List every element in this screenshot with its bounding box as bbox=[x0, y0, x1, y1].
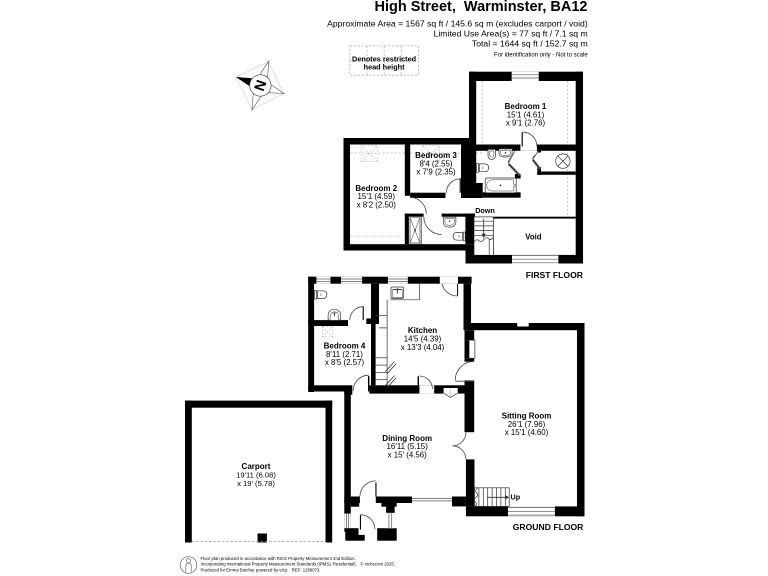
svg-text:x 8'2 (2.50): x 8'2 (2.50) bbox=[357, 200, 397, 209]
svg-text:15'1 (4.61): 15'1 (4.61) bbox=[507, 110, 545, 119]
svg-text:x 15'1 (4.60): x 15'1 (4.60) bbox=[505, 428, 549, 437]
svg-text:8'4 (2.55): 8'4 (2.55) bbox=[419, 159, 452, 168]
svg-text:Limited Use Area(s) = 77 sq ft: Limited Use Area(s) = 77 sq ft / 7.1 sq … bbox=[434, 28, 588, 38]
svg-text:Void: Void bbox=[525, 233, 542, 242]
svg-text:Floor plan produced in accorda: Floor plan produced in accordance with R… bbox=[201, 556, 356, 561]
svg-text:x 15' (4.56): x 15' (4.56) bbox=[388, 450, 428, 459]
svg-text:High Street, Warminster, BA12: High Street, Warminster, BA12 bbox=[375, 0, 588, 15]
svg-text:Bedroom 1: Bedroom 1 bbox=[505, 102, 547, 111]
svg-text:Down: Down bbox=[475, 206, 495, 215]
svg-text:x 19' (5.78): x 19' (5.78) bbox=[237, 479, 275, 488]
svg-text:Sitting Room: Sitting Room bbox=[502, 412, 552, 421]
svg-text:x 13'3 (4.04): x 13'3 (4.04) bbox=[401, 343, 445, 352]
svg-text:For identification only - Not: For identification only - Not to scale bbox=[494, 53, 588, 59]
svg-text:Up: Up bbox=[511, 493, 521, 502]
svg-text:Approximate Area = 1567 sq ft: Approximate Area = 1567 sq ft / 145.6 sq… bbox=[327, 19, 588, 29]
svg-text:head height: head height bbox=[364, 63, 406, 72]
svg-text:Kitchen: Kitchen bbox=[408, 326, 437, 335]
svg-text:GROUND FLOOR: GROUND FLOOR bbox=[513, 522, 584, 532]
svg-text:x 9'1 (2.76): x 9'1 (2.76) bbox=[506, 119, 546, 128]
svg-text:Carport: Carport bbox=[242, 462, 271, 471]
svg-text:N: N bbox=[252, 78, 271, 93]
svg-text:FIRST FLOOR: FIRST FLOOR bbox=[526, 270, 584, 280]
svg-text:14'5 (4.39): 14'5 (4.39) bbox=[404, 335, 442, 344]
svg-text:x 8'5 (2.57): x 8'5 (2.57) bbox=[325, 358, 365, 367]
svg-text:8'11 (2.71): 8'11 (2.71) bbox=[326, 350, 363, 359]
svg-text:26'1 (7.96): 26'1 (7.96) bbox=[508, 420, 546, 429]
svg-text:Bedroom 3: Bedroom 3 bbox=[415, 151, 457, 160]
svg-text:Incorporating International Pr: Incorporating International Property Mea… bbox=[201, 562, 395, 567]
svg-text:Bedroom 4: Bedroom 4 bbox=[324, 342, 366, 351]
svg-text:Dining Room: Dining Room bbox=[382, 434, 432, 443]
svg-text:16'11 (5.15): 16'11 (5.15) bbox=[387, 442, 429, 451]
svg-text:x 7'9 (2.35): x 7'9 (2.35) bbox=[416, 168, 456, 177]
svg-text:15'1 (4.59): 15'1 (4.59) bbox=[358, 192, 396, 201]
svg-text:Total = 1644 sq ft / 152.7 sq: Total = 1644 sq ft / 152.7 sq m bbox=[472, 39, 588, 49]
svg-text:19'11 (6.08): 19'11 (6.08) bbox=[236, 471, 276, 480]
svg-text:Produced for Emma Butcher powe: Produced for Emma Butcher powered by eXp… bbox=[201, 568, 321, 573]
svg-text:Denotes restricted: Denotes restricted bbox=[352, 54, 416, 63]
svg-text:Bedroom 2: Bedroom 2 bbox=[355, 184, 397, 193]
